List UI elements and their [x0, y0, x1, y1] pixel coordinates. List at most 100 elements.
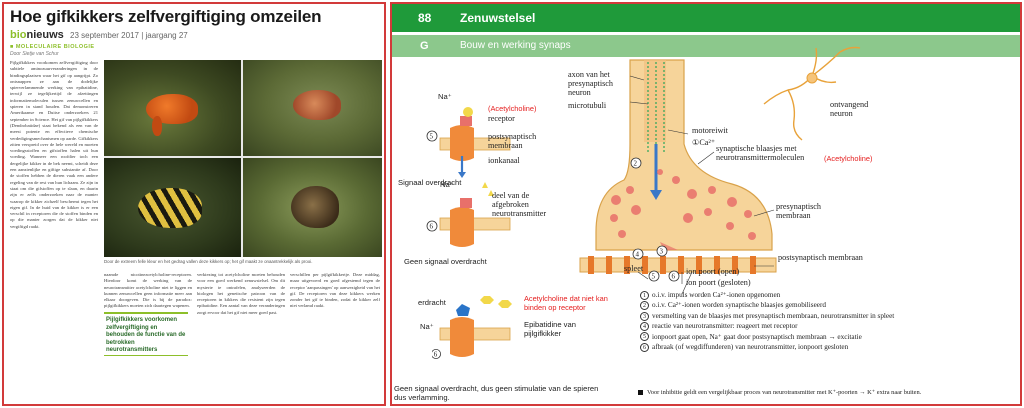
legend-num: 2 — [640, 301, 649, 311]
svg-text:6: 6 — [672, 273, 676, 281]
svg-text:5: 5 — [430, 133, 434, 141]
label-na-top: Na⁺ — [438, 92, 452, 101]
label-receptor: receptor — [488, 114, 515, 123]
synaptic-vesicles — [610, 169, 756, 240]
label-na-mid: Na⁺ — [440, 180, 454, 189]
receiving-neuron-soma — [806, 72, 818, 84]
body-column-2: naamde nicotineacetylcholine-receptoren.… — [104, 272, 192, 309]
label-geen-signaal: Geen signaal overdracht — [404, 257, 487, 266]
legend-num: 1 — [640, 290, 649, 300]
legend-text: versmelting van de blaasjes met presynap… — [652, 311, 895, 320]
legend-text: reactie van neurotransmitter: reageert m… — [652, 322, 798, 331]
label-erdracht: erdracht — [418, 298, 446, 307]
receiving-neuron — [763, 46, 861, 141]
label-motoreiwit: motoreiwit — [692, 126, 728, 135]
brand-row: bionieuws 23 september 2017 | jaargang 2… — [10, 29, 188, 41]
label-vesicles-red: (Acetylcholine) — [824, 154, 873, 163]
label-signaal-overdracht: Signaal overdracht — [398, 178, 462, 187]
legend-num: 4 — [640, 322, 649, 332]
svg-text:2: 2 — [634, 160, 638, 168]
frog-photo-3 — [104, 158, 241, 257]
label-na-bottom: Na⁺ — [420, 322, 434, 331]
footnote-text: Voor inhibitie geldt een vergelijkbaar p… — [647, 389, 922, 396]
synapse-diagram: 2 3 4 5 6 — [426, 46, 861, 295]
microtubuli-lines — [647, 62, 665, 154]
legend-num: 5 — [640, 332, 649, 342]
legend-text: ionpoort gaat open, Na⁺ gaat door postsy… — [652, 332, 862, 341]
page-number: 88 — [418, 11, 432, 25]
arrowhead — [650, 190, 662, 200]
chapter-title: Zenuwstelsel — [460, 11, 536, 25]
frog-photo-1 — [104, 60, 241, 156]
author-line: Door Sietje van Schur — [10, 51, 59, 57]
epibatidine-receptor-svg: 6 — [432, 296, 512, 359]
step-markers: 2 3 4 5 6 — [630, 157, 680, 282]
label-spleet: spleet — [624, 264, 644, 273]
section-header: G Bouw en werking synaps — [392, 35, 1020, 57]
body-column-1: Pijlgifkikkers voorkomen zelfvergiftigin… — [10, 60, 98, 229]
frog-photo-4 — [243, 158, 382, 257]
myelin-sheath — [644, 60, 666, 142]
textbook-page: 88 Zenuwstelsel G Bouw en werking synaps — [390, 2, 1022, 406]
ion-channels — [588, 256, 756, 274]
pull-quote: Pijlgifkikkers voorkomen zelfvergiftigin… — [104, 312, 188, 356]
article-title: Hoe gifkikkers zelfvergiftiging omzeilen — [10, 7, 322, 26]
label-ionkanaal: ionkanaal — [488, 156, 520, 165]
svg-text:6: 6 — [430, 223, 434, 231]
photo-grid — [104, 60, 382, 257]
label-ion-closed: ion poort (gesloten) — [686, 278, 751, 287]
frog-brown-shape — [291, 186, 339, 228]
receptor-diagram-closed: 6 — [426, 182, 511, 247]
receptor-diagram-open: 5 — [426, 107, 511, 178]
issue-info: 23 september 2017 | jaargang 27 — [70, 31, 188, 40]
chapter-header: 88 Zenuwstelsel — [392, 4, 1020, 32]
legend-text: afbraak (of wegdiffunderen) van neurotra… — [652, 343, 849, 352]
frog-photo-2 — [243, 60, 382, 156]
label-postsyn-membrane: postsynaptisch membraan — [778, 253, 863, 262]
svg-text:5: 5 — [652, 273, 656, 281]
legend-text: o.i.v. impuls worden Ca²⁺-ionen opgenome… — [652, 291, 781, 299]
brand-logo: bionieuws — [10, 29, 64, 41]
footnote: Voor inhibitie geldt een vergelijkbaar p… — [638, 388, 921, 396]
svg-text:6: 6 — [434, 351, 438, 359]
legend-text: o.i.v. Ca²⁺-ionen worden synaptische bla… — [652, 301, 826, 310]
square-bullet-icon — [638, 390, 643, 396]
legend-num: 6 — [640, 342, 649, 352]
brand-rest: nieuws — [26, 29, 64, 41]
section-letter: G — [420, 40, 429, 52]
label-microtubuli: microtubuli — [568, 101, 607, 110]
label-acetylcholine-red: (Acetylcholine) — [488, 104, 537, 113]
svg-text:3: 3 — [660, 248, 664, 256]
label-ca: ①Ca²⁺ — [692, 138, 716, 147]
body-column-3: verkiezing tot acetylcholine moeten beho… — [197, 272, 285, 315]
frog-red-shape — [293, 90, 341, 120]
legend-num: 3 — [640, 311, 649, 321]
body-column-4: verschillen per pijlgifkikkertje. Deze m… — [290, 272, 380, 309]
leader-lines — [629, 75, 775, 295]
brand-bio: bio — [10, 29, 27, 41]
frog-leg-shape — [152, 116, 162, 136]
section-title: Bouw en werking synaps — [460, 40, 571, 51]
label-ion-open: ion poort (open) — [686, 267, 740, 276]
svg-text:4: 4 — [636, 251, 640, 259]
photo-caption: Door de extreem felle kleur en het gedra… — [104, 259, 313, 264]
section-tag: ■ MOLECULAIRE BIOLOGIE — [10, 44, 95, 50]
frog-striped-shape — [138, 188, 202, 228]
label-geen-stimulatie: Geen signaal overdracht, dus geen stimul… — [394, 384, 599, 402]
magazine-article: Hoe gifkikkers zelfvergiftiging omzeilen… — [2, 2, 386, 406]
